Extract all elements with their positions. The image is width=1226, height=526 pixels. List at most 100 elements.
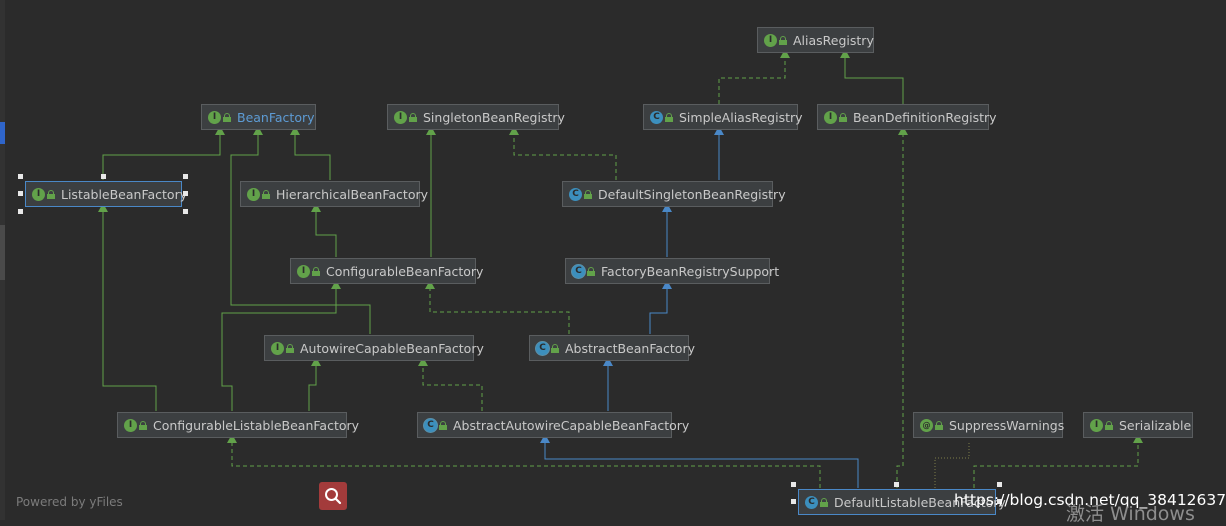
edge-configlistable-to-configurable (221, 280, 341, 411)
selection-handle[interactable] (101, 174, 106, 179)
node-autowire-capable-bean-factory[interactable]: I AutowireCapableBeanFactory (264, 335, 484, 361)
node-configurable-bean-factory[interactable]: I ConfigurableBeanFactory (290, 258, 483, 284)
node-singleton-bean-registry[interactable]: I SingletonBeanRegistry (387, 104, 565, 130)
edge-configlistable-to-listable (98, 203, 157, 411)
selection-handle[interactable] (791, 499, 796, 504)
selection-handle[interactable] (997, 499, 1002, 504)
search-icon (325, 488, 342, 505)
node-configurable-listable-bean-factory[interactable]: I ConfigurableListableBeanFactory (117, 412, 359, 438)
node-listable-bean-factory[interactable]: I ListableBeanFactory (25, 181, 187, 207)
annotation-icon: @ (920, 418, 933, 432)
lock-icon (439, 420, 447, 430)
selection-handle[interactable] (894, 482, 899, 487)
lock-icon (551, 343, 559, 353)
edge-default-impl-serializable (973, 434, 1143, 488)
lock-icon (820, 497, 828, 507)
lock-icon (139, 420, 147, 430)
lock-icon (262, 189, 270, 199)
interface-icon: I (271, 341, 284, 355)
edge-hierarchical-to-beanfactory (290, 126, 331, 180)
class-icon: C (650, 110, 663, 124)
lock-icon (584, 189, 592, 199)
node-simple-alias-registry[interactable]: C SimpleAliasRegistry (643, 104, 803, 130)
node-label: DefaultSingletonBeanRegistry (598, 186, 786, 202)
node-abstract-bean-factory[interactable]: C AbstractBeanFactory (529, 335, 695, 361)
node-serializable[interactable]: I Serializable (1083, 412, 1193, 438)
node-label: SingletonBeanRegistry (423, 109, 565, 125)
selection-handle[interactable] (18, 209, 23, 214)
lock-icon (223, 112, 231, 122)
node-hierarchical-bean-factory[interactable]: I HierarchicalBeanFactory (240, 181, 428, 207)
lock-icon (47, 189, 55, 199)
edge-defaultsingleton-impl-singleton (509, 126, 617, 180)
selection-handle[interactable] (18, 191, 23, 196)
edge-configurable-to-hierarchical (311, 203, 337, 257)
interface-icon: I (208, 110, 221, 124)
interface-icon: I (394, 110, 407, 124)
edge-configlistable-to-autowire (308, 357, 321, 411)
selection-handle[interactable] (183, 209, 188, 214)
lock-icon (587, 266, 595, 276)
interface-icon: I (124, 418, 137, 432)
selection-handle[interactable] (183, 174, 188, 179)
node-label: ConfigurableBeanFactory (326, 263, 484, 279)
edge-listable-to-beanfactory (102, 126, 225, 180)
node-label: AutowireCapableBeanFactory (300, 340, 484, 356)
edge-abstractbf-to-factorysupport (649, 280, 672, 334)
lock-icon (839, 112, 847, 122)
lock-icon (286, 343, 294, 353)
node-default-listable-bean-factory[interactable]: C DefaultListableBeanFactory (798, 489, 1006, 515)
class-icon: C (805, 495, 818, 509)
powered-by-label: Powered by yFiles (16, 495, 123, 509)
lock-icon (935, 420, 943, 430)
windows-activation-watermark: 激活 Windows (1066, 503, 1195, 525)
edge-simplealias-impl-alias (718, 49, 790, 104)
node-alias-registry[interactable]: I AliasRegistry (757, 27, 874, 53)
left-gutter-scroll (0, 225, 5, 280)
edge-autowire-to-beanfactory (230, 126, 371, 334)
node-label: Serializable (1119, 417, 1192, 433)
interface-icon: I (764, 33, 777, 47)
node-label: SuppressWarnings (949, 417, 1065, 433)
interface-icon: I (297, 264, 310, 278)
lock-icon (665, 112, 673, 122)
interface-icon: I (32, 187, 45, 201)
left-gutter-marker (0, 122, 5, 144)
node-factory-bean-registry-support[interactable]: C FactoryBeanRegistrySupport (565, 258, 779, 284)
interface-icon: I (824, 110, 837, 124)
lock-icon (409, 112, 417, 122)
lock-icon (312, 266, 320, 276)
node-default-singleton-bean-registry[interactable]: C DefaultSingletonBeanRegistry (562, 181, 786, 207)
lock-icon (1105, 420, 1113, 430)
node-label: HierarchicalBeanFactory (276, 186, 429, 202)
edge-default-annot-suppress (934, 441, 970, 488)
node-label: ConfigurableListableBeanFactory (153, 417, 360, 433)
node-label: ListableBeanFactory (61, 186, 188, 202)
node-label: FactoryBeanRegistrySupport (601, 263, 780, 279)
diagram-edges (98, 49, 1143, 488)
node-bean-factory[interactable]: I BeanFactory (201, 104, 316, 130)
node-bean-definition-registry[interactable]: I BeanDefinitionRegistry (817, 104, 997, 130)
abstract-class-icon: C (572, 264, 585, 278)
selection-handle[interactable] (791, 482, 796, 487)
node-suppress-warnings[interactable]: @ SuppressWarnings (913, 412, 1065, 438)
edge-abstractbf-impl-configurable (425, 280, 570, 334)
interface-icon: I (247, 187, 260, 201)
node-abstract-autowire-capable-bean-factory[interactable]: C AbstractAutowireCapableBeanFactory (417, 412, 689, 438)
watermark-url: https://blog.csdn.net/qq_38412637 (954, 491, 1226, 509)
selection-handle[interactable] (997, 482, 1002, 487)
search-button[interactable] (319, 482, 347, 510)
selection-handle[interactable] (18, 174, 23, 179)
edge-abstractautowire-impl-autowire (418, 357, 483, 411)
abstract-class-icon: C (424, 418, 437, 432)
edge-default-impl-beandefinition (896, 126, 908, 488)
node-label: BeanDefinitionRegistry (853, 109, 997, 125)
edge-default-impl-configlistable (227, 434, 821, 488)
selection-handle[interactable] (183, 191, 188, 196)
node-label: AbstractAutowireCapableBeanFactory (453, 417, 690, 433)
abstract-class-icon: C (536, 341, 549, 355)
node-label: BeanFactory (237, 109, 315, 125)
edge-default-to-abstractautowire (540, 434, 859, 488)
node-label: SimpleAliasRegistry (679, 109, 803, 125)
lock-icon (779, 35, 787, 45)
